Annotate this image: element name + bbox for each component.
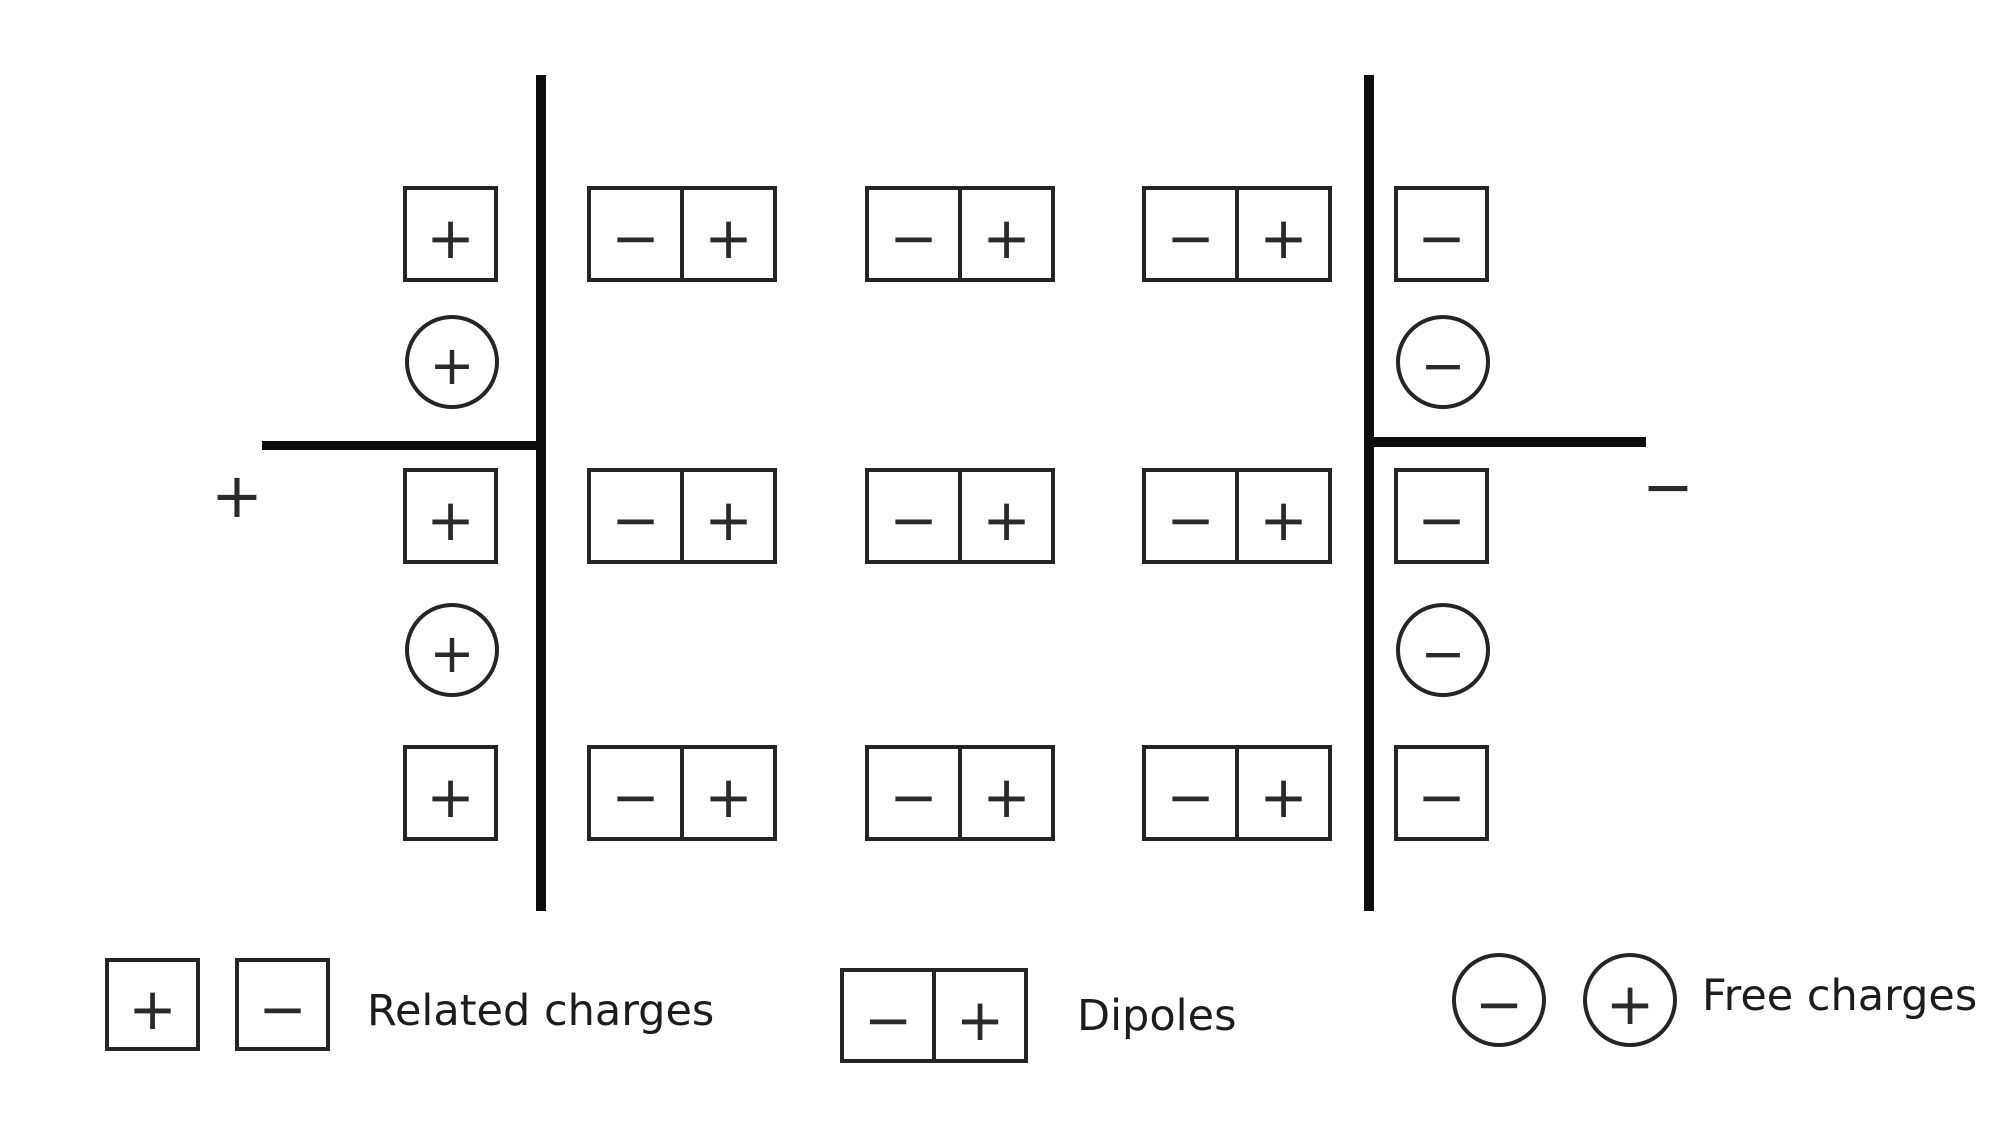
plus-sign-icon: + [1605,970,1655,1038]
plus-sign-icon: + [429,334,475,397]
dipole-positive-cell: + [680,749,773,837]
minus-sign-icon: − [1420,622,1466,685]
negative-terminal-label: − [1642,449,1694,523]
dipole-negative-cell: − [869,190,958,278]
minus-sign-icon: − [863,985,913,1054]
legend-free-plus-circle: + [1583,953,1677,1047]
minus-sign-icon: − [1166,486,1215,554]
minus-sign-icon: − [1166,204,1215,272]
plus-sign-icon: + [429,622,475,685]
left-wire [262,441,538,450]
plus-sign-icon: + [1259,204,1308,272]
dipole-r3-c1: − + [587,745,777,841]
dipole-r2-c3: − + [1142,468,1332,564]
minus-sign-icon: − [258,974,307,1043]
related-charge-square-right-3: − [1394,745,1489,841]
dipole-r2-c2: − + [865,468,1055,564]
minus-sign-icon: − [1417,486,1466,554]
dipole-negative-cell: − [1146,190,1235,278]
dipole-negative-cell: − [591,749,680,837]
dipole-positive-cell: + [958,190,1051,278]
dipole-r3-c2: − + [865,745,1055,841]
minus-sign-icon: − [1474,970,1524,1038]
plus-sign-icon: + [426,204,475,272]
minus-sign-icon: − [611,204,660,272]
dipole-positive-cell: + [1235,472,1328,560]
plus-sign-icon: + [704,486,753,554]
dipole-positive-cell: + [680,190,773,278]
plus-sign-icon: + [426,486,475,554]
related-charge-square-right-2: − [1394,468,1489,564]
dipole-negative-cell: − [591,190,680,278]
related-charge-square-left-2: + [403,468,498,564]
minus-sign-icon: − [611,763,660,831]
left-plate [536,75,546,911]
free-charge-circle-right-2: − [1396,603,1490,697]
dipole-r1-c2: − + [865,186,1055,282]
minus-sign-icon: − [1417,763,1466,831]
related-charge-square-left-1: + [403,186,498,282]
dipole-positive-cell: + [958,749,1051,837]
free-charge-circle-left-1: + [405,315,499,409]
plus-sign-icon: + [1259,763,1308,831]
minus-sign-icon: − [1417,204,1466,272]
plus-sign-icon: + [704,763,753,831]
dipole-negative-cell: − [844,972,932,1059]
dipole-negative-cell: − [869,749,958,837]
dipole-positive-cell: + [1235,749,1328,837]
dipole-positive-cell: + [932,972,1024,1059]
legend-dipole: − + [840,968,1028,1063]
minus-sign-icon: − [1166,763,1215,831]
legend-dipoles-label: Dipoles [1077,991,1237,1041]
plus-sign-icon: + [128,974,177,1043]
dipole-positive-cell: + [680,472,773,560]
dipole-negative-cell: − [1146,472,1235,560]
plus-sign-icon: + [704,204,753,272]
right-plate [1364,75,1374,911]
legend-free-minus-circle: − [1452,953,1546,1047]
minus-sign-icon: − [1420,334,1466,397]
plus-sign-icon: + [1259,486,1308,554]
plus-sign-icon: + [955,985,1005,1054]
right-wire [1372,437,1646,447]
dipole-r1-c1: − + [587,186,777,282]
minus-sign-icon: − [889,763,938,831]
dipole-negative-cell: − [869,472,958,560]
related-charge-square-right-1: − [1394,186,1489,282]
plus-sign-icon: + [982,204,1031,272]
dipole-positive-cell: + [1235,190,1328,278]
minus-sign-icon: − [889,204,938,272]
related-charge-square-left-3: + [403,745,498,841]
plus-sign-icon: + [982,486,1031,554]
minus-sign-icon: − [611,486,660,554]
dipole-negative-cell: − [591,472,680,560]
dipole-r3-c3: − + [1142,745,1332,841]
legend-related-minus-square: − [235,958,330,1051]
plus-sign-icon: + [982,763,1031,831]
free-charge-circle-right-1: − [1396,315,1490,409]
dipole-r2-c1: − + [587,468,777,564]
plus-sign-icon: + [426,763,475,831]
minus-sign-icon: − [889,486,938,554]
dipole-r1-c3: − + [1142,186,1332,282]
dipole-positive-cell: + [958,472,1051,560]
legend-free-label: Free charges [1702,971,1978,1021]
legend-related-plus-square: + [105,958,200,1051]
positive-terminal-label: + [211,458,263,532]
free-charge-circle-left-2: + [405,603,499,697]
dipole-negative-cell: − [1146,749,1235,837]
legend-related-label: Related charges [367,986,715,1036]
